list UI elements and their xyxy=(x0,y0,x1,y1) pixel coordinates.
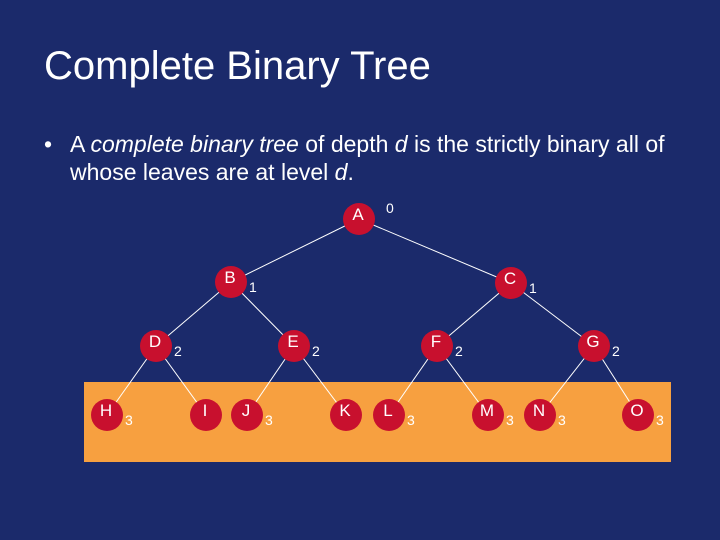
node-label: J xyxy=(242,401,251,420)
node-circle xyxy=(231,399,263,431)
bullet-var2: d xyxy=(334,159,348,185)
node-label: B xyxy=(224,268,235,287)
bullet-text: A complete binary tree of depth d is the… xyxy=(70,130,684,186)
node-label: A xyxy=(352,205,364,224)
node-circle xyxy=(373,399,405,431)
node-label: M xyxy=(480,401,494,420)
node-circle xyxy=(622,399,654,431)
bullet-term: complete binary tree xyxy=(90,131,299,157)
bullet-mid1: of depth xyxy=(298,131,395,157)
level-label: 2 xyxy=(174,343,182,359)
level-label: 3 xyxy=(407,412,415,428)
level-label: 2 xyxy=(455,343,463,359)
node-label: I xyxy=(203,401,208,420)
level-label: 0 xyxy=(386,200,394,216)
level-label: 3 xyxy=(558,412,566,428)
level-label: 3 xyxy=(265,412,273,428)
bullet-prefix: A xyxy=(70,131,91,157)
bullet-mid2: is the strictly binary all of whose leav… xyxy=(70,131,665,185)
node-circle xyxy=(278,330,310,362)
edge-A-B xyxy=(230,218,360,283)
node-circle xyxy=(578,330,610,362)
node-circle xyxy=(472,399,504,431)
bullet-dot: • xyxy=(44,131,53,157)
node-circle xyxy=(91,399,123,431)
node-label: O xyxy=(630,401,643,420)
node-label: N xyxy=(533,401,545,420)
level-label: 3 xyxy=(125,412,133,428)
edge-C-G xyxy=(510,282,595,347)
node-label: G xyxy=(586,332,599,351)
level-label: 3 xyxy=(506,412,514,428)
level-label: 1 xyxy=(529,280,537,296)
node-circle xyxy=(215,266,247,298)
node-label: K xyxy=(339,401,351,420)
slide-title: Complete Binary Tree xyxy=(44,44,431,88)
node-circle xyxy=(343,203,375,235)
edge-B-D xyxy=(155,281,232,347)
node-circle xyxy=(190,399,222,431)
edge-C-F xyxy=(436,282,512,347)
bullet-var1: d xyxy=(394,131,408,157)
tree-node-i: I xyxy=(190,399,222,431)
tree-node-k: K xyxy=(330,399,362,431)
node-circle xyxy=(495,267,527,299)
level-label: 3 xyxy=(656,412,664,428)
bullet-point: • A complete binary tree of depth d is t… xyxy=(44,130,684,186)
node-label: C xyxy=(504,269,516,288)
node-label: D xyxy=(149,332,161,351)
node-circle xyxy=(524,399,556,431)
node-circle xyxy=(421,330,453,362)
level-label: 2 xyxy=(612,343,620,359)
node-label: H xyxy=(100,401,112,420)
bullet-suffix: . xyxy=(347,159,354,185)
node-label: E xyxy=(287,332,298,351)
level-label: 1 xyxy=(249,279,257,295)
level-label: 2 xyxy=(312,343,320,359)
node-circle xyxy=(140,330,172,362)
node-label: F xyxy=(431,332,441,351)
node-circle xyxy=(330,399,362,431)
node-label: L xyxy=(383,401,392,420)
edge-A-C xyxy=(358,218,512,284)
